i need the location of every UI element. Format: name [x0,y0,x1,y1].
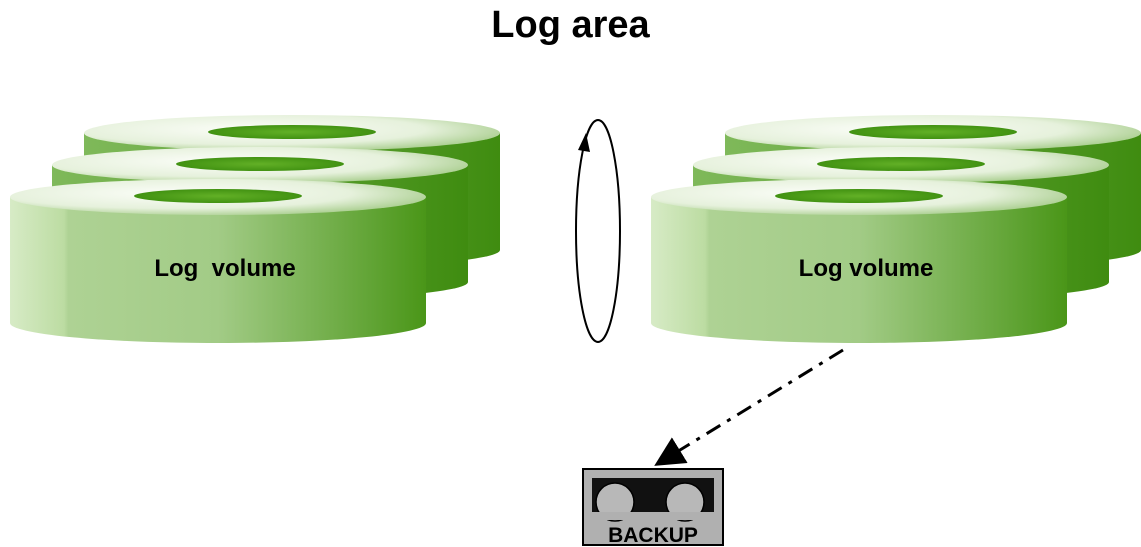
disk-hole [176,157,344,171]
log-volume-label-left: Log volume [154,255,295,282]
disk-hole [208,125,376,139]
disk-hole [849,125,1017,139]
diagram-title: Log area [491,4,650,46]
cycle-arrow-head [578,133,590,152]
cycle-arrow [575,119,621,343]
log-volume-stack-left: Log volume [10,115,500,343]
tape-reel-right [665,482,705,522]
backup-device: BACKUP [582,468,724,547]
disk-hole [775,189,943,203]
disk-front-left [10,179,426,343]
disk-front-right [651,179,1067,343]
tape-window-mask [592,512,714,520]
disk-hole [134,189,302,203]
log-volume-label-right: Log volume [799,255,934,282]
backup-label: BACKUP [608,524,698,547]
tape-reel-left [595,482,635,522]
disk-hole [817,157,985,171]
log-volume-stack-right: Log volume [651,115,1141,343]
backup-arrow [654,348,844,466]
